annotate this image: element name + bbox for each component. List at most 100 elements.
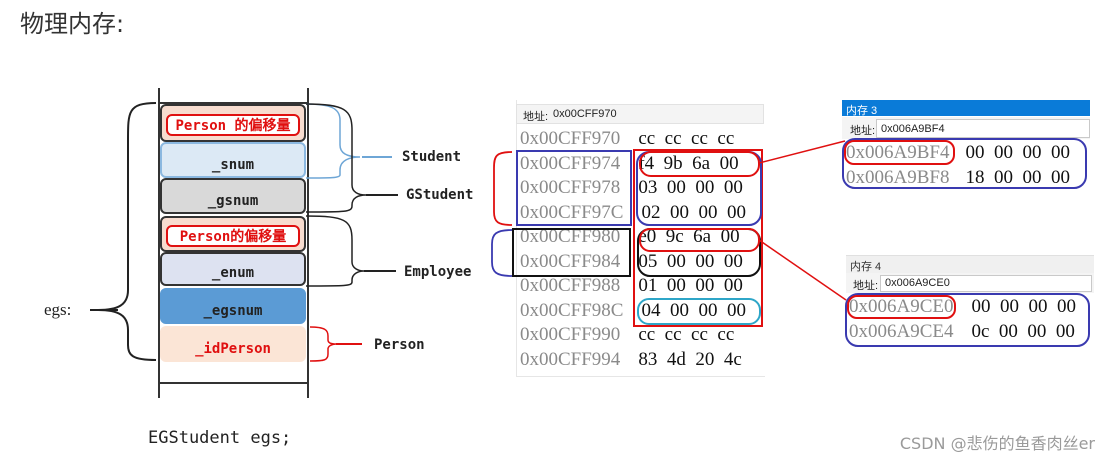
memory-row: 0x006A9CE0 00 00 00 00 xyxy=(849,295,1076,320)
student-brace xyxy=(305,103,361,179)
link-to-memory3 xyxy=(758,140,846,164)
memory-row-bytes: 00 00 00 00 xyxy=(965,142,1070,163)
person-offset-label-2: Person的偏移量 xyxy=(166,225,300,247)
memory-main-addrbar xyxy=(516,104,764,124)
memory-row-address: 0x00CFF978 xyxy=(520,177,621,198)
memory4-title: 内存 4 xyxy=(850,261,882,273)
memory-row: 0x00CFF994 83 4d 20 4c xyxy=(520,348,746,373)
memory-row: 0x00CFF990 cc cc cc cc xyxy=(520,323,746,348)
memory3-addr-label: 地址: xyxy=(850,125,876,137)
stack-line-bottom xyxy=(158,382,309,384)
memory-row-address: 0x00CFF98C xyxy=(520,299,624,321)
employee-brace xyxy=(305,215,365,287)
stack-line-top xyxy=(158,102,309,104)
student-addr-box xyxy=(516,150,632,226)
memory-main-addr-input[interactable]: 0x00CFF970 xyxy=(553,108,617,120)
memory-row: 0x00CFF98C 04 00 00 00 xyxy=(520,299,746,324)
stack-border-left xyxy=(158,88,160,398)
memory-row: 0x006A9BF4 00 00 00 00 xyxy=(846,141,1070,166)
memory-row-bytes: 04 00 00 00 xyxy=(641,299,746,321)
gsnum-label: _gsnum xyxy=(207,193,259,209)
person-offset-label-1: Person 的偏移量 xyxy=(166,114,300,136)
memory-row-address: 0x00CFF988 xyxy=(520,275,621,296)
memory3-title: 内存 3 xyxy=(846,105,878,117)
memory3-rows: 0x006A9BF4 00 00 00 00 0x006A9BF8 18 00 00 … xyxy=(846,141,1070,190)
person-group-label: Person xyxy=(374,337,425,353)
declaration-caption: EGStudent egs; xyxy=(148,428,292,448)
memory-row-address: 0x00CFF994 xyxy=(520,348,621,370)
gstudent-red-brace xyxy=(493,151,513,226)
snum-field: _snum xyxy=(160,142,306,178)
memory-row-bytes: 01 00 00 00 xyxy=(638,275,743,296)
memory3-outline xyxy=(842,138,1087,189)
memory-row-address: 0x00CFF980 xyxy=(520,226,621,247)
memory-row: 0x00CFF988 01 00 00 00 xyxy=(520,274,746,299)
stack-border-right xyxy=(307,88,309,398)
memory4-addr-input[interactable]: 0x006A9CE0 xyxy=(880,275,1092,292)
memory-row-bytes: e0 9c 6a 00 xyxy=(638,226,740,247)
employee-blue-brace xyxy=(491,229,513,277)
memory-main-addr-label: 地址: xyxy=(523,111,549,123)
memory4-addr-label: 地址: xyxy=(853,280,879,292)
egsnum-label: _egsnum xyxy=(203,303,263,319)
memory-row-bytes: 83 4d 20 4c xyxy=(638,348,742,370)
egsnum-field: _egsnum xyxy=(160,288,306,324)
memory-row: 0x00CFF97C 02 00 00 00 xyxy=(520,201,746,226)
memory-row-address: 0x006A9CE0 xyxy=(849,296,954,317)
egs-variable-label: egs: xyxy=(44,300,72,319)
employee-group-label: Employee xyxy=(404,264,472,280)
memory-row-address: 0x00CFF97C xyxy=(520,201,624,223)
csdn-watermark: CSDN @悲伤的鱼香肉丝er xyxy=(899,434,1095,453)
page-heading: 物理内存: xyxy=(20,10,125,38)
gstudent-brace xyxy=(305,103,367,213)
employee-addr-box xyxy=(512,228,631,277)
memory-row: 0x006A9BF8 18 00 00 00 xyxy=(846,166,1070,191)
enum-label: _enum xyxy=(211,265,255,281)
memory-row-bytes: 03 00 00 00 xyxy=(638,177,743,198)
link-to-memory4 xyxy=(758,239,847,301)
memory-row: 0x00CFF970 cc cc cc cc xyxy=(520,127,746,152)
memory-row-bytes: 18 00 00 00 xyxy=(965,166,1070,188)
diagram-brackets xyxy=(90,102,398,362)
memory-row-address: 0x00CFF974 xyxy=(520,152,621,174)
memory3-titlebar xyxy=(842,100,1090,116)
memory-row: 0x00CFF978 03 00 00 00 xyxy=(520,176,746,201)
memory-row-address: 0x006A9BF8 xyxy=(846,166,950,188)
memory4-rows: 0x006A9CE0 00 00 00 00 0x006A9CE4 0c 00 00 … xyxy=(849,295,1076,344)
snum-label: _snum xyxy=(211,157,255,173)
memory4-titlebar xyxy=(846,255,1094,274)
gstudent-bytes-box xyxy=(633,149,763,327)
idperson-label: _idPerson xyxy=(195,341,271,357)
memory-row: 0x006A9CE4 0c 00 00 00 xyxy=(849,320,1076,345)
memory-row: 0x00CFF984 05 00 00 00 xyxy=(520,250,746,275)
memory-row-bytes: 00 00 00 00 xyxy=(971,296,1077,317)
memory3-addr-input[interactable]: 0x006A9BF4 xyxy=(876,119,1090,138)
offset-ptr-1-ellipse xyxy=(639,151,760,177)
memory-row-address: 0x006A9CE4 xyxy=(849,320,954,342)
memory-row: 0x00CFF974 f4 9b 6a 00 xyxy=(520,152,746,177)
memory-row: 0x00CFF980 e0 9c 6a 00 xyxy=(520,225,746,250)
memory-row-address: 0x00CFF990 xyxy=(520,324,621,345)
idperson-field: _idPerson xyxy=(160,326,306,362)
memory-row-bytes: f4 9b 6a 00 xyxy=(638,152,739,174)
gstudent-group-label: GStudent xyxy=(406,187,474,203)
memory-row-bytes: 02 00 00 00 xyxy=(641,201,746,223)
enum-field: _enum xyxy=(160,252,306,286)
memory-row-bytes: 0c 00 00 00 xyxy=(971,320,1075,342)
memory-row-bytes: 05 00 00 00 xyxy=(638,250,743,272)
idperson-bytes-ellipse xyxy=(637,298,761,325)
student-group-label: Student xyxy=(402,149,462,165)
memory-row-address: 0x006A9BF4 xyxy=(846,142,950,163)
memory-row-bytes: cc cc cc cc xyxy=(638,324,735,345)
memory4-addr-ellipse xyxy=(847,295,956,319)
memory-main-rows: 0x00CFF970 cc cc cc cc 0x00CFF974 f4 9b 6a … xyxy=(520,127,746,372)
memory-row-bytes: cc cc cc cc xyxy=(638,128,735,149)
memory-row-address: 0x00CFF984 xyxy=(520,250,621,272)
memory-row-address: 0x00CFF970 xyxy=(520,128,621,149)
memory4-outline xyxy=(845,293,1090,347)
memory3-addr-ellipse xyxy=(844,140,955,165)
gsnum-field: _gsnum xyxy=(160,178,306,214)
